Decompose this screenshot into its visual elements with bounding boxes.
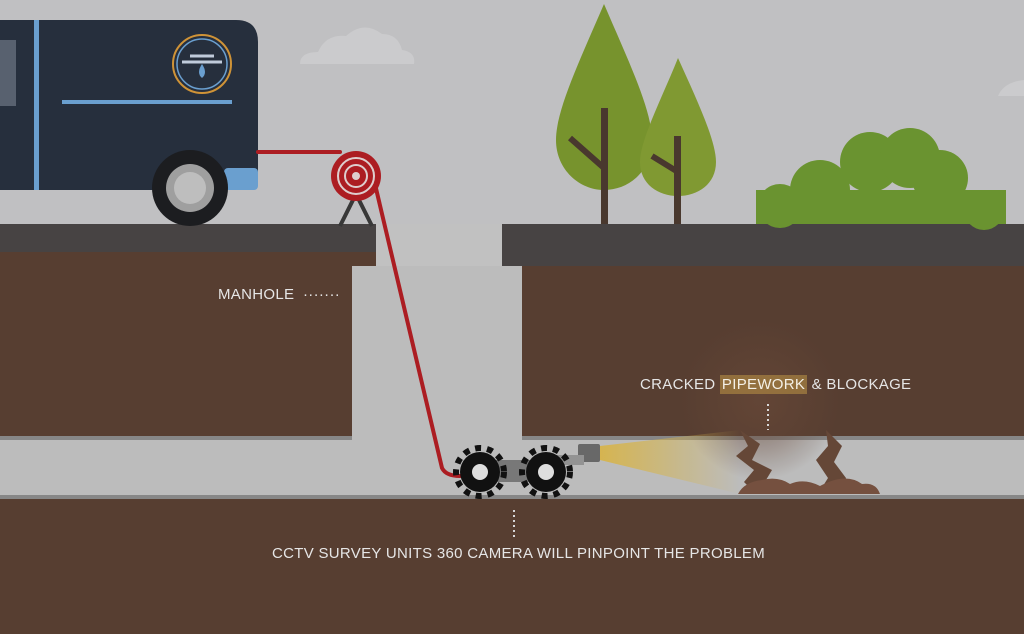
cctv-label: CCTV SURVEY UNITS 360 CAMERA WILL PINPOI… (272, 545, 765, 562)
drainage-logo-icon (172, 34, 232, 94)
crawler-wheel (519, 445, 573, 499)
manhole-label: MANHOLE (218, 286, 295, 303)
tree (556, 4, 652, 224)
soil-lower (0, 498, 1024, 634)
manhole-leader: ······· (303, 286, 341, 303)
soil-left-upper (0, 252, 352, 438)
ground-surface-left (0, 224, 376, 252)
drainage-van (0, 20, 258, 190)
cracked-highlight: PIPEWORK (719, 375, 808, 394)
soil-step-left (352, 252, 376, 266)
crawler-wheel (453, 445, 507, 499)
tree (640, 58, 716, 224)
cable-reel-icon (331, 151, 381, 201)
manhole-shaft (376, 224, 502, 266)
camera-cable (256, 150, 462, 478)
cracked-pipework-label: CRACKED PIPEWORK & BLOCKAGE (640, 375, 912, 394)
cracked-prefix: CRACKED (640, 376, 720, 393)
ground-surface-right (502, 224, 1024, 266)
camera-beam (600, 430, 740, 494)
water-drop-icon (199, 64, 205, 78)
camera-crawler-icon (453, 444, 600, 499)
van-wheel (152, 150, 228, 226)
cracked-suffix: & BLOCKAGE (807, 376, 912, 393)
cloud-icon (998, 80, 1024, 96)
cloud-icon (300, 27, 415, 64)
highlight-part-2: WORK (757, 376, 806, 393)
highlight-part-1: PIPE (721, 376, 758, 393)
bush (756, 128, 1006, 230)
crack-and-blockage (736, 430, 880, 494)
